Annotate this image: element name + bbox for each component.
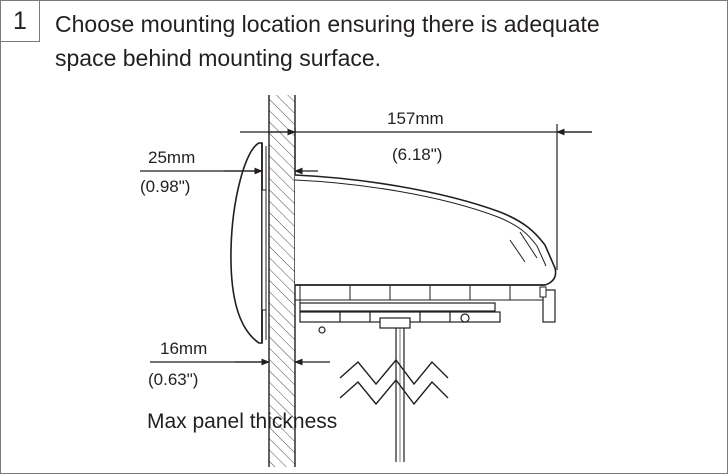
- front-mm-label: 25mm: [148, 148, 195, 167]
- instruction-line-2: space behind mounting surface.: [55, 45, 382, 71]
- step-number: 1: [1, 1, 40, 42]
- rear-housing: [294, 174, 557, 323]
- front-in-label: (0.98"): [140, 177, 190, 196]
- panel-mm-label: 16mm: [160, 339, 207, 358]
- display-front: [230, 142, 267, 344]
- depth-dimension: [240, 124, 592, 270]
- panel-in-label: (0.63"): [148, 370, 198, 389]
- instruction-text: Choose mounting location ensuring there …: [55, 7, 695, 75]
- break-symbol: [339, 358, 449, 406]
- panel-thickness-caption: Max panel thickness: [147, 410, 337, 433]
- depth-in-label: (6.18"): [392, 145, 442, 164]
- mounting-bracket: [299, 302, 501, 462]
- depth-mm-label: 157mm: [387, 109, 444, 128]
- instruction-line-1: Choose mounting location ensuring there …: [55, 11, 600, 37]
